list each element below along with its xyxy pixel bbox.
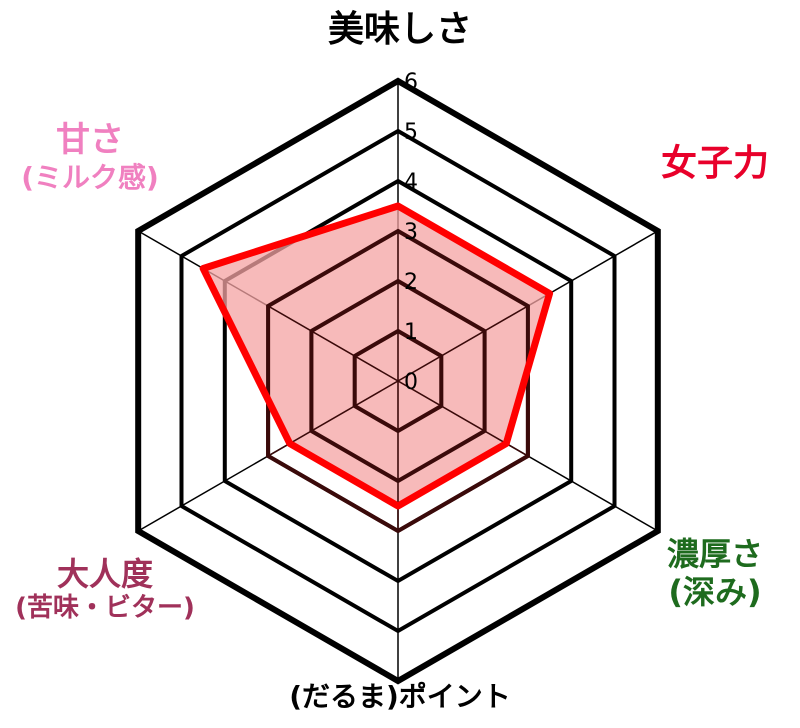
series-area (203, 206, 550, 506)
tick-label-4: 4 (404, 170, 418, 195)
axis-label-tastiness-main: 美味しさ (327, 9, 472, 50)
axis-label-sweetness-main: 甘さ (56, 120, 124, 160)
axis-label-adultness: 大人度 (苦味・ビター) (0, 555, 210, 625)
radar-tick-labels: 0 1 2 3 4 5 6 (404, 70, 418, 395)
tick-label-3: 3 (404, 220, 418, 245)
axis-label-girl-power-main: 女子力 (660, 143, 769, 184)
tick-label-2: 2 (404, 270, 418, 295)
axis-label-tastiness: 美味しさ (300, 8, 500, 51)
series-outline (199, 202, 554, 510)
axis-label-richness-sub: (深み) (668, 573, 762, 612)
axis-label-richness-main: 濃厚さ (666, 535, 763, 573)
axis-label-adultness-main: 大人度 (56, 555, 153, 593)
spoke-overlay-1 (397, 305, 529, 382)
axis-label-adultness-sub: (苦味・ビター) (15, 593, 195, 624)
axis-label-girl-power: 女子力 (630, 142, 800, 185)
axis-label-sweetness-sub: (ミルク感) (21, 160, 159, 194)
tick-label-5: 5 (404, 120, 418, 145)
axis-label-daruma-point-main: (だるま)ポイント (289, 680, 511, 713)
spoke-overlay-5 (267, 305, 399, 382)
tick-label-0: 0 (404, 370, 418, 395)
axis-label-richness: 濃厚さ (深み) (630, 535, 800, 612)
axis-label-daruma-point: (だるま)ポイント (270, 680, 530, 714)
radar-series (199, 202, 554, 534)
tick-label-6: 6 (404, 70, 418, 95)
tick-label-1: 1 (404, 320, 418, 345)
axis-label-sweetness: 甘さ (ミルク感) (0, 120, 180, 194)
